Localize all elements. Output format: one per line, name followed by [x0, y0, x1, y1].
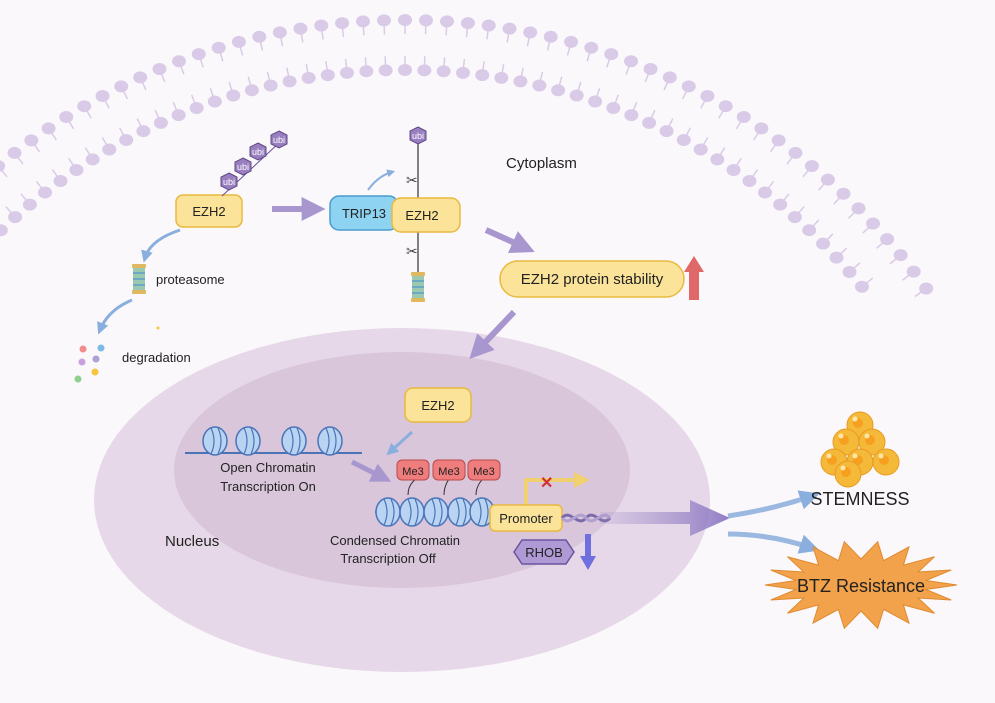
proteasome-label: proteasome: [156, 272, 225, 287]
stem-cell-7: [834, 460, 862, 488]
arrow-to-btz: [727, 531, 820, 554]
up-arrow-icon: [684, 256, 704, 300]
open-chromatin-label: Open Chromatin: [220, 460, 315, 475]
stem-cell-3: [858, 428, 886, 456]
transcription-start-arrow: [524, 478, 576, 505]
ubi-label-4: ubi: [273, 135, 285, 145]
ezh2-box-ubiquitinated: [175, 194, 243, 228]
condensed-nucleosome-1: [375, 497, 401, 527]
nucleus-label: Nucleus: [165, 533, 219, 550]
proteasome-icon: [132, 264, 146, 294]
me3-mark-3: [467, 459, 501, 481]
promoter-label: Promoter: [499, 511, 553, 526]
ubi-hexagon-1: [220, 172, 238, 191]
ezh2-box-complex: [391, 197, 461, 233]
nucleus: [94, 328, 710, 672]
open-nucleosome-3: [281, 426, 307, 456]
ubi-label-2: ubi: [237, 162, 249, 172]
condensed-nucleosome-4: [447, 497, 473, 527]
rhob-box: [513, 539, 575, 565]
arrow-to-stemness: [727, 490, 820, 519]
scissors-icon-top: ✂: [406, 172, 418, 188]
rhob-label: RHOB: [525, 545, 563, 560]
stem-cell-6: [872, 448, 900, 476]
small-arrow-trip13: [367, 169, 396, 191]
btz-resistance-label: BTZ Resistance: [797, 576, 925, 596]
arrow-to-degradation: [97, 298, 133, 335]
scissors-icon-bottom: ✂: [406, 243, 418, 259]
ubi-label-1: ubi: [223, 177, 235, 187]
ubi-hexagon-4: [270, 130, 288, 149]
ubi-hexagon-3: [249, 142, 267, 161]
degradation-label: degradation: [122, 350, 191, 365]
stem-cell-2: [832, 428, 860, 456]
trip13-label: TRIP13: [342, 206, 386, 221]
degradation-particles-icon: [74, 326, 160, 383]
ezh2-box-nuclear: [404, 387, 472, 423]
ezh2-label-2: EZH2: [405, 208, 438, 223]
arrow-to-stability: [484, 227, 535, 254]
me3-mark-1: [396, 459, 430, 481]
ubi-label-top: ubi: [412, 131, 424, 141]
ubi-hexagon-top: [409, 126, 427, 145]
ubi-hexagon-2: [234, 157, 252, 176]
open-chromatin: [185, 426, 362, 456]
arrow-into-nucleus: [469, 309, 517, 359]
trip13-ezh2-complex: ubi ✂ ✂ TRIP13 EZH2: [329, 126, 461, 302]
stability-label: EZH2 protein stability: [521, 271, 664, 288]
ubi-label-3: ubi: [252, 147, 264, 157]
me3-mark-2: [432, 459, 466, 481]
transcription-on-label: Transcription On: [220, 479, 316, 494]
ubiquitinated-ezh2: EZH2 ubi ubi ubi ubi: [175, 130, 288, 228]
arrow-to-proteasome: [141, 228, 181, 263]
open-nucleosome-1: [202, 426, 228, 456]
me3-label-1: Me3: [402, 466, 423, 478]
open-nucleosome-4: [317, 426, 343, 456]
condensed-chromatin: Me3 Me3 Me3: [375, 459, 501, 527]
stemness-label: STEMNESS: [810, 489, 909, 509]
ezh2-stability-box: EZH2 protein stability: [499, 260, 685, 298]
btz-resistance-burst: [764, 540, 958, 630]
condensed-chromatin-label: Condensed Chromatin: [330, 533, 460, 548]
stem-cell-cluster-icon: [820, 411, 900, 488]
condensed-nucleosome-3: [423, 497, 449, 527]
cytoplasm-label: Cytoplasm: [506, 155, 577, 172]
arrow-open-to-condensed: [350, 459, 392, 482]
me3-label-3: Me3: [473, 466, 494, 478]
ubi-chain: ubi ubi ubi ubi: [220, 130, 288, 191]
me3-label-2: Me3: [438, 466, 459, 478]
cell-membrane: [0, 14, 934, 298]
open-nucleosome-2: [235, 426, 261, 456]
proteasome-icon-2: [411, 272, 425, 302]
ezh2-label-3: EZH2: [421, 398, 454, 413]
condensed-nucleosome-2: [399, 497, 425, 527]
ezh2-label-1: EZH2: [192, 204, 225, 219]
down-arrow-icon: [580, 534, 596, 570]
arrow-ezh2-to-chromatin: [386, 430, 414, 456]
transcription-off-label: Transcription Off: [340, 551, 436, 566]
arrow-to-outcomes: [600, 500, 730, 536]
blocked-x-icon: ✕: [540, 475, 553, 492]
